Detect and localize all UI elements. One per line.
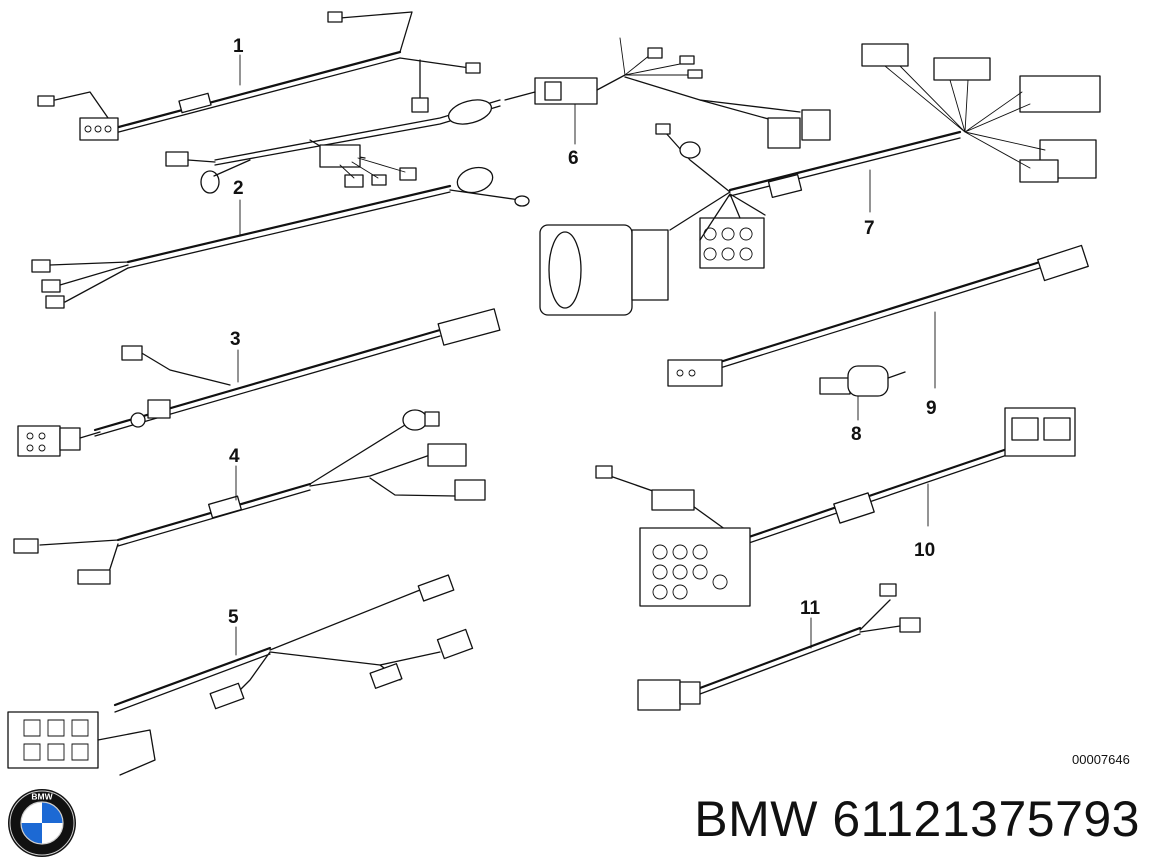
part-label-11: 11	[800, 598, 821, 619]
harness-2: 2	[31, 166, 530, 309]
part-label-5: 5	[228, 607, 239, 628]
part-label-1: 1	[233, 36, 244, 57]
brand-part-number-caption: BMW 61121375793	[694, 791, 1140, 847]
harness-6: 6	[504, 37, 831, 169]
harness-3: 3	[17, 308, 501, 457]
harness-1: 1	[37, 11, 501, 194]
part-label-2: 2	[233, 178, 244, 199]
harness-4: 4	[13, 409, 486, 585]
harness-10: 10	[595, 407, 1076, 607]
part-label-9: 9	[926, 398, 937, 419]
harness-11: 11	[637, 583, 921, 711]
bmw-logo-icon: BMW	[8, 789, 76, 857]
document-code: 00007646	[1072, 752, 1130, 767]
part-label-3: 3	[230, 329, 241, 350]
part-8: 8	[819, 365, 906, 445]
part-label-7: 7	[864, 218, 875, 239]
harness-5: 5	[7, 574, 474, 776]
harness-7: 7	[539, 43, 1101, 316]
part-label-8: 8	[851, 424, 862, 445]
bmw-logo-lettering: BMW	[31, 792, 53, 802]
part-label-4: 4	[229, 446, 240, 467]
part-label-10: 10	[914, 540, 935, 561]
part-label-6: 6	[568, 148, 579, 169]
harness-9: 9	[667, 244, 1089, 419]
